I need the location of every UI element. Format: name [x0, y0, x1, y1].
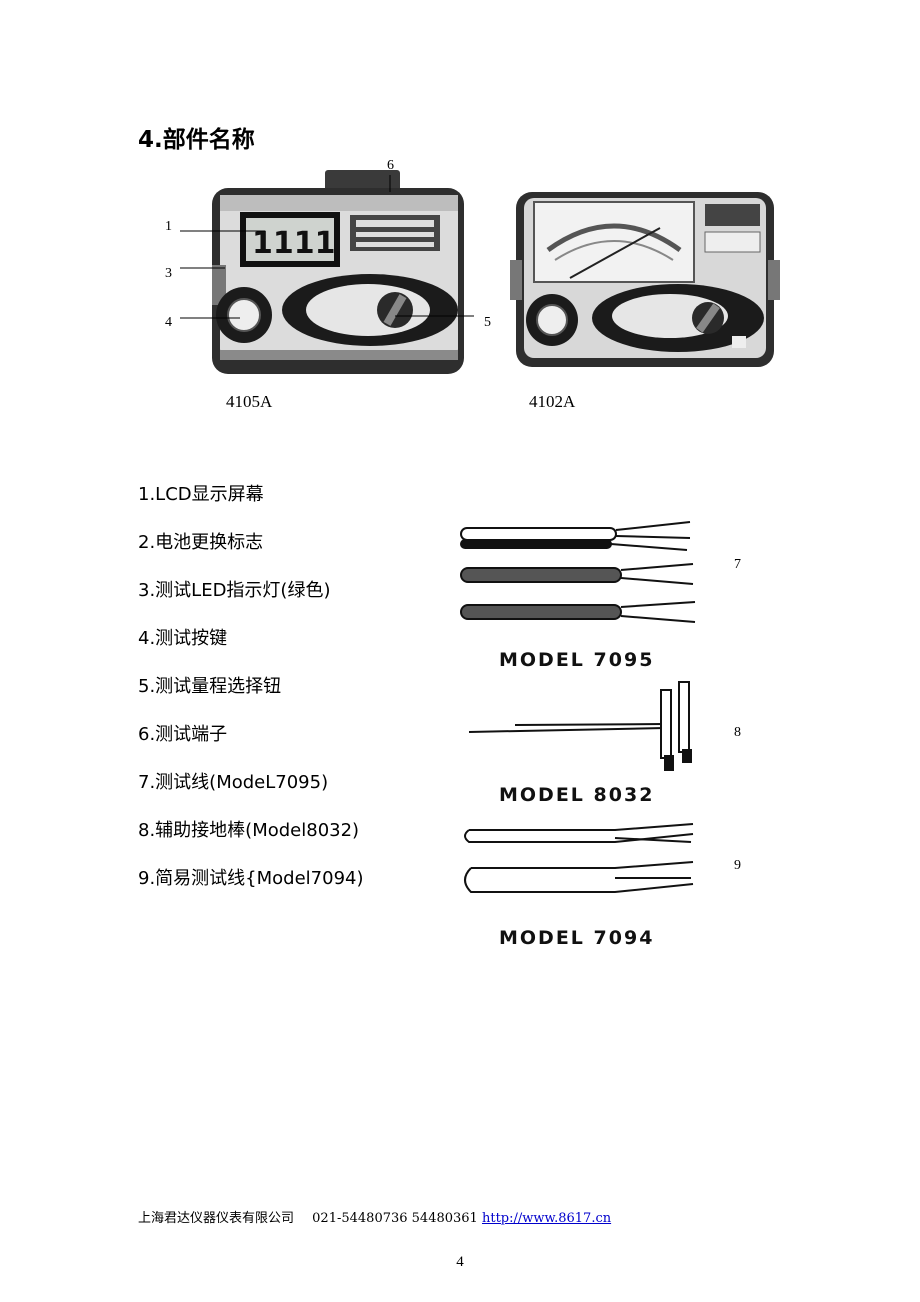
part-item-6: 6.测试端子	[138, 724, 228, 745]
callout-8: 8	[734, 725, 741, 740]
earth-rod-8032-icon	[468, 681, 692, 771]
footer-website-link[interactable]: http://www.8617.cn	[481, 1211, 612, 1226]
meter-right-label: 4102A	[529, 392, 576, 411]
footer: 上海君达仪器仪表有限公司 021-54480736 54480361 http:…	[138, 1207, 611, 1226]
part-item-9: 9.简易测试线{Model7094)	[138, 868, 364, 889]
footer-phone: 021-54480736 54480361	[312, 1211, 478, 1226]
test-lead-7094-icon	[464, 823, 694, 893]
callout-5: 5	[484, 315, 491, 330]
accessories-illustration: MODEL 7095 MODEL 8032 MODEL 7094	[460, 521, 696, 949]
part-item-8: 8.辅助接地棒(Model8032)	[138, 820, 360, 841]
model-7095-caption: MODEL 7095	[499, 649, 654, 671]
part-item-5: 5.测试量程选择钮	[138, 676, 282, 697]
callout-7: 7	[734, 557, 741, 572]
page-number: 4	[456, 1254, 464, 1270]
callout-6: 6	[387, 158, 394, 173]
part-item-4: 4.测试按键	[138, 628, 228, 649]
callout-3: 3	[165, 266, 172, 281]
meter-4102a-image	[510, 192, 780, 367]
section-heading: 4.部件名称	[138, 127, 255, 153]
model-8032-caption: MODEL 8032	[499, 784, 654, 806]
callout-9: 9	[734, 858, 741, 873]
footer-company: 上海君达仪器仪表有限公司	[138, 1211, 295, 1226]
model-7094-caption: MODEL 7094	[499, 927, 654, 949]
part-item-3: 3.测试LED指示灯(绿色)	[138, 580, 331, 601]
callout-1: 1	[165, 219, 172, 234]
part-item-2: 2.电池更换标志	[138, 532, 264, 553]
meter-left-label: 4105A	[226, 392, 273, 411]
test-lead-7095-icon	[460, 521, 696, 623]
meter-lcd-readout: 1111	[252, 226, 336, 261]
part-item-1: 1.LCD显示屏幕	[138, 484, 264, 505]
part-item-7: 7.测试线(ModeL7095)	[138, 772, 329, 793]
meter-4105a-image: 1111	[212, 170, 464, 374]
parts-list: 1.LCD显示屏幕 2.电池更换标志 3.测试LED指示灯(绿色) 4.测试按键…	[138, 480, 364, 912]
callout-4: 4	[165, 315, 172, 330]
